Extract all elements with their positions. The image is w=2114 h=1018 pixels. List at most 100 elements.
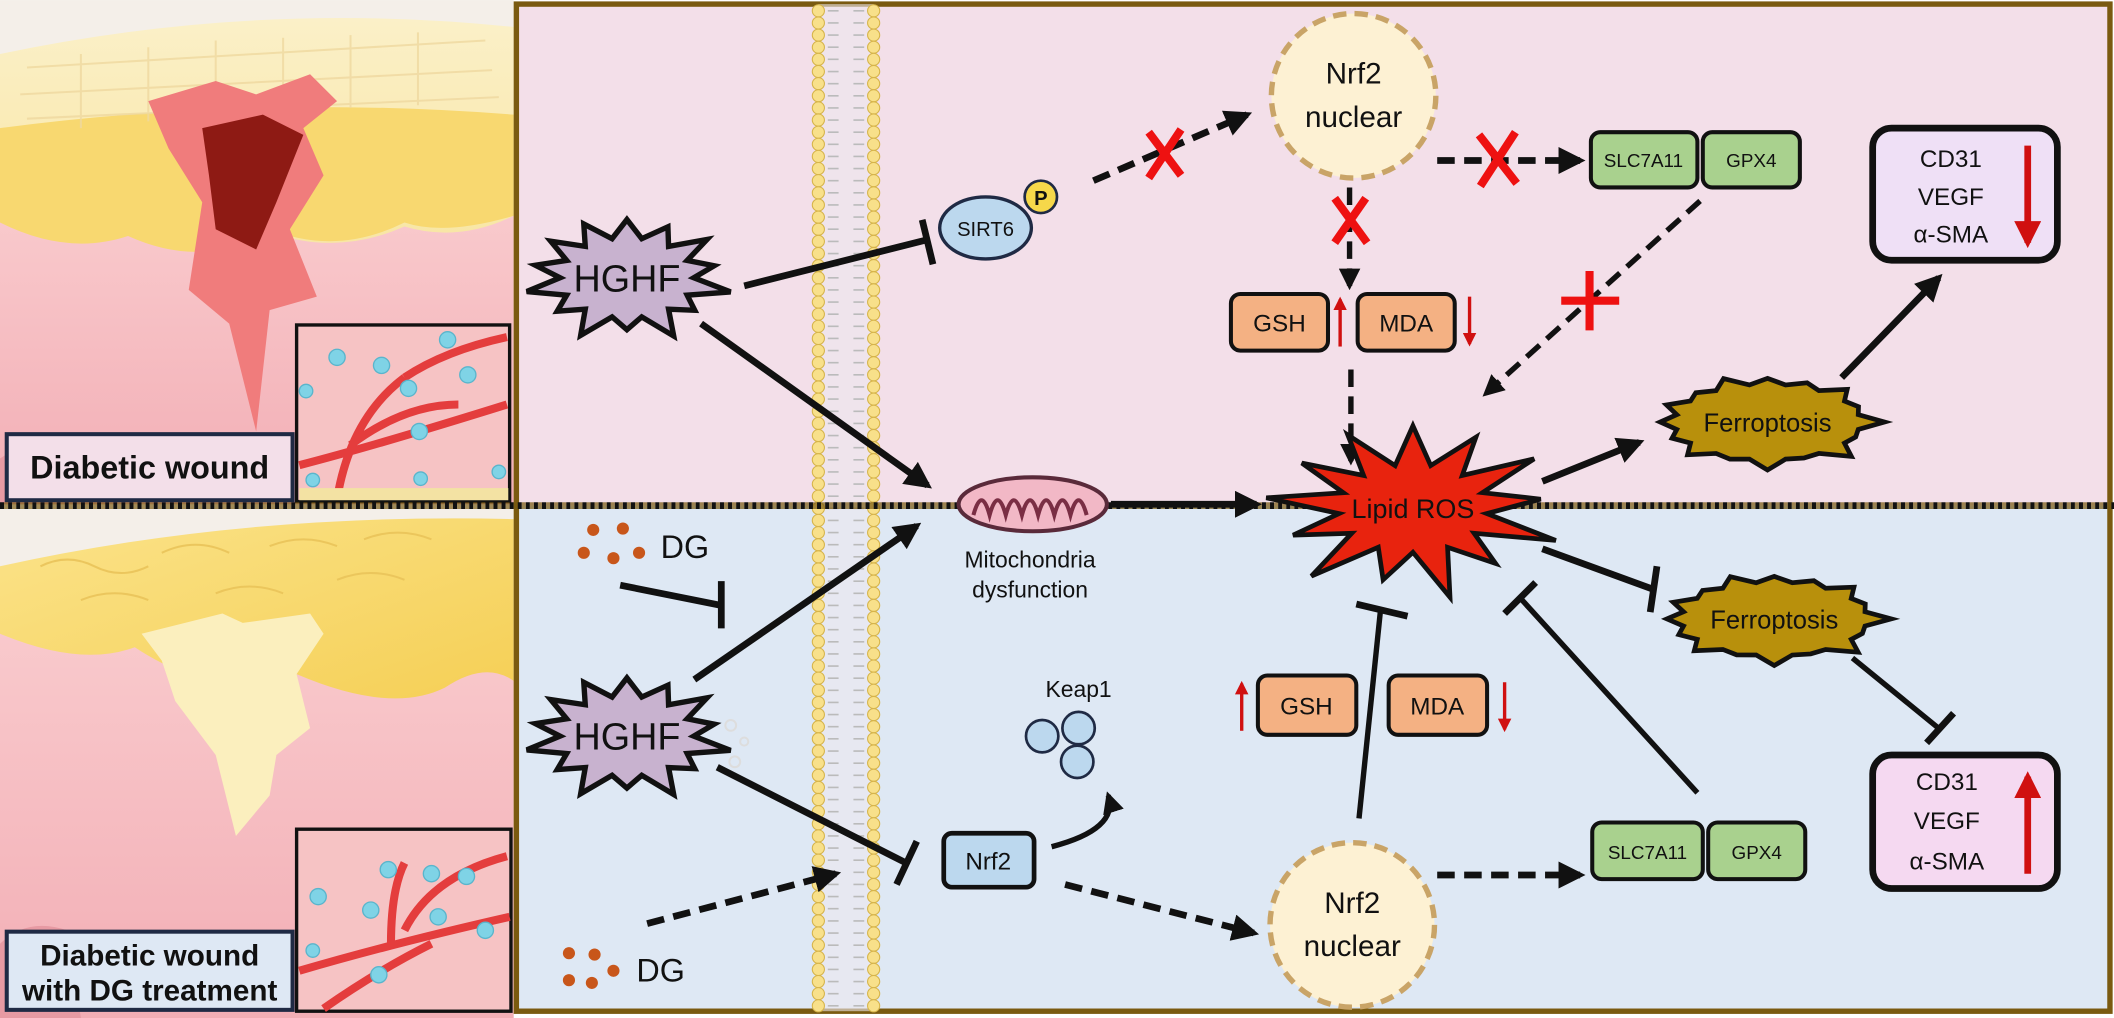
hghf-node-bottom: HGHF bbox=[525, 673, 750, 800]
lipid-head bbox=[867, 756, 881, 770]
mitochondria-icon bbox=[956, 475, 1109, 534]
slc7a11-box-top: SLC7A11 bbox=[1588, 130, 1700, 190]
gpx4-box-top: GPX4 bbox=[1700, 130, 1802, 190]
lipid-head bbox=[811, 938, 825, 952]
ferroptosis-node-top: Ferroptosis bbox=[1654, 375, 1894, 473]
lipid-head bbox=[811, 283, 825, 297]
lipid-head bbox=[867, 271, 881, 285]
lipid-head bbox=[811, 732, 825, 746]
lipid-head bbox=[811, 562, 825, 576]
lipid-head bbox=[811, 477, 825, 491]
lipid-head bbox=[867, 465, 881, 479]
lipid-head bbox=[867, 28, 881, 42]
lipid-head bbox=[811, 792, 825, 807]
nrf2-to-nuclear-arrow bbox=[1064, 881, 1260, 941]
lipid-head bbox=[867, 695, 881, 710]
nrf2-nuclear-node-bottom: Nrf2 nuclear bbox=[1267, 839, 1438, 1010]
lipid-head bbox=[867, 902, 881, 916]
lipid-head bbox=[867, 259, 881, 273]
diabetic-wound-illustration bbox=[0, 0, 514, 505]
lipid-head bbox=[867, 64, 881, 79]
keap1-label: Keap1 bbox=[1045, 676, 1111, 702]
lipid-head bbox=[811, 149, 825, 164]
treated-wound-label: Diabetic wound with DG treatment bbox=[4, 929, 295, 1012]
lipid-head bbox=[811, 950, 825, 964]
lipid-head bbox=[811, 307, 825, 321]
lipid-head bbox=[811, 295, 825, 309]
lipid-head bbox=[867, 307, 881, 321]
lipid-head bbox=[867, 720, 881, 734]
mitochondria-label-line1: Mitochondria bbox=[964, 547, 1095, 573]
lipid-head bbox=[811, 780, 825, 795]
diabetic-wound-text: Diabetic wound bbox=[30, 450, 269, 486]
lipid-head bbox=[867, 732, 881, 746]
lipid-head bbox=[811, 671, 825, 685]
lipid-head bbox=[867, 707, 881, 722]
svg-text:MDA: MDA bbox=[1379, 311, 1434, 338]
svg-text:CD31: CD31 bbox=[1920, 146, 1982, 173]
lipid-head bbox=[867, 101, 881, 115]
lipid-head bbox=[867, 40, 881, 54]
hghf-inhibits-nrf2 bbox=[715, 764, 908, 866]
lipid-head bbox=[867, 149, 881, 164]
lipid-head bbox=[811, 319, 825, 333]
lipid-head bbox=[867, 974, 881, 989]
lipid-head bbox=[867, 392, 881, 406]
ferroptosis-inhibits-markers bbox=[1850, 655, 1942, 732]
bottom-edges bbox=[619, 522, 1957, 941]
lipid-head bbox=[867, 659, 881, 673]
lipid-head bbox=[811, 525, 825, 540]
lipid-head bbox=[867, 137, 881, 151]
lipid-head bbox=[867, 210, 881, 224]
gsh-box-bottom: GSH bbox=[1255, 673, 1359, 737]
lipid-head bbox=[867, 950, 881, 964]
diabetic-wound-label: Diabetic wound bbox=[4, 432, 295, 503]
lipid-head bbox=[811, 926, 825, 940]
dg-dots-icon bbox=[577, 522, 646, 565]
lipid-head bbox=[811, 890, 825, 904]
lipid-head bbox=[867, 623, 881, 637]
lipid-head bbox=[811, 101, 825, 115]
lipid-head bbox=[811, 210, 825, 224]
lipid-head bbox=[811, 756, 825, 770]
lipid-head bbox=[811, 707, 825, 722]
lipid-head bbox=[811, 999, 825, 1013]
svg-text:VEGF: VEGF bbox=[1914, 808, 1980, 835]
treated-wound-text-line2: with DG treatment bbox=[21, 974, 278, 1007]
svg-text:MDA: MDA bbox=[1410, 694, 1465, 721]
lipid-head bbox=[811, 489, 825, 503]
lipid-head bbox=[867, 938, 881, 952]
lipid-ros-to-ferroptosis-arrow bbox=[1541, 437, 1645, 485]
lipid-head bbox=[867, 368, 881, 382]
lipid-head bbox=[867, 416, 881, 430]
lipid-head bbox=[811, 647, 825, 661]
lipid-head bbox=[867, 319, 881, 333]
mda-box-bottom: MDA bbox=[1386, 673, 1490, 737]
svg-text:Ferroptosis: Ferroptosis bbox=[1710, 606, 1838, 634]
gpx4-box-bottom: GPX4 bbox=[1706, 820, 1808, 882]
lipid-head bbox=[867, 52, 881, 66]
lipid-head bbox=[811, 853, 825, 867]
lipid-head bbox=[867, 962, 881, 977]
lipid-head bbox=[867, 343, 881, 358]
lipid-head bbox=[811, 683, 825, 697]
lipid-head bbox=[811, 574, 825, 588]
lipid-head bbox=[867, 586, 881, 600]
svg-text:Nrf2: Nrf2 bbox=[1324, 887, 1380, 920]
lipid-head bbox=[811, 695, 825, 710]
angiogenesis-markers-box-bottom: CD31 VEGF α-SMA bbox=[1869, 751, 2061, 892]
blocked-x-icon bbox=[1331, 195, 1371, 246]
lipid-head bbox=[867, 805, 881, 819]
lipid-head bbox=[867, 234, 881, 248]
lipid-head bbox=[811, 174, 825, 188]
mitochondria-label-line2: dysfunction bbox=[972, 576, 1088, 602]
lipid-head bbox=[811, 125, 825, 139]
lipid-head bbox=[867, 161, 881, 176]
svg-text:α-SMA: α-SMA bbox=[1914, 222, 1989, 249]
lipid-head bbox=[811, 962, 825, 977]
lipid-head bbox=[867, 914, 881, 928]
lipid-head bbox=[867, 380, 881, 394]
hghf-inhibits-sirt6 bbox=[743, 236, 928, 290]
lipid-head bbox=[811, 465, 825, 479]
